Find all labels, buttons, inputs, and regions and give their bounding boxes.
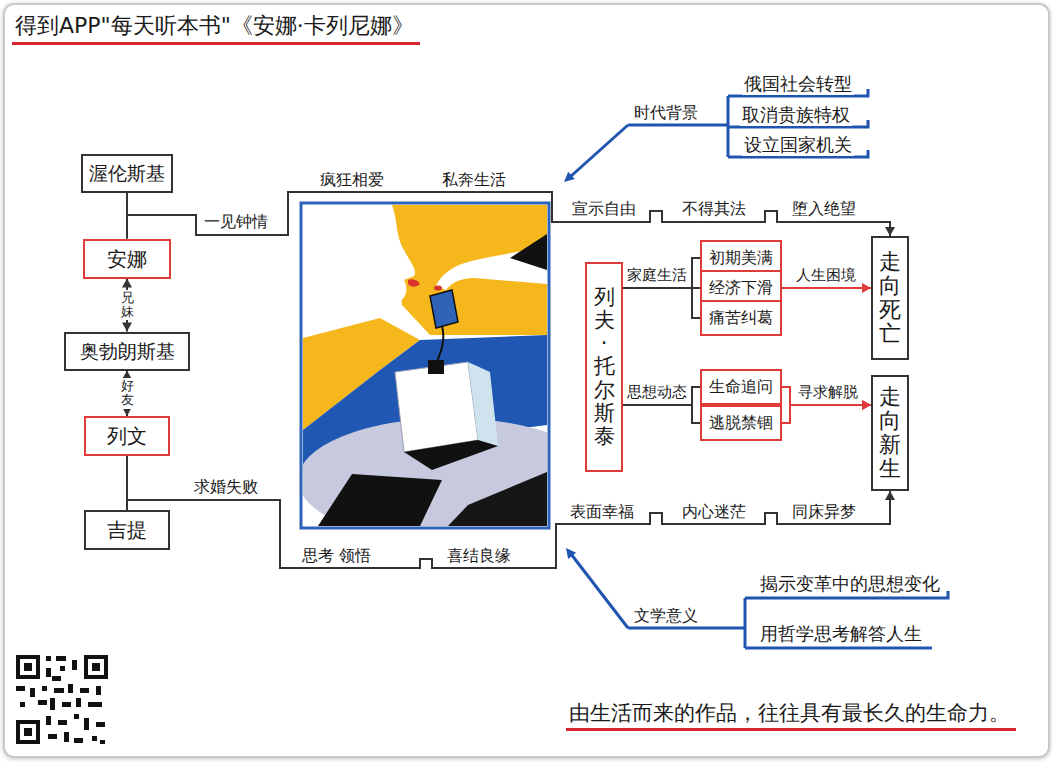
edge-label: 求婚失败: [192, 477, 260, 496]
step-label: 内心迷茫: [680, 502, 748, 521]
title: 得到APP"每天听本书"《安娜·卡列尼娜》: [12, 12, 420, 45]
connector: [623, 405, 700, 423]
edge-label: 人生困境: [794, 266, 858, 284]
edge-label-text: 好友: [121, 379, 134, 408]
connector-line: [782, 405, 871, 423]
connector-line: [623, 288, 700, 318]
concept-box: 渥伦斯基: [81, 154, 173, 193]
concept-box: 列文: [84, 416, 170, 456]
edge-label-text: 兄妹: [121, 291, 134, 320]
node-text: 初期美满: [709, 248, 773, 267]
step-label: 表面幸福: [568, 502, 636, 521]
connector: [127, 192, 895, 239]
step-label: 用哲学思考解答人生: [758, 623, 924, 645]
node-text: 列夫·托尔斯泰: [594, 286, 615, 448]
step-label: 俄国社会转型: [742, 73, 854, 95]
connector: [127, 456, 895, 568]
step-label: 设立国家机关: [742, 134, 854, 156]
step-label: 疯狂相爱: [318, 170, 386, 189]
concept-box: 逃脱禁锢: [700, 405, 782, 441]
connector-line: [623, 405, 700, 423]
blue-arrowhead: [564, 172, 575, 182]
step-label: 同床异梦: [790, 502, 858, 521]
edge-label: 一见钟情: [202, 212, 270, 231]
concept-box: 吉提: [84, 510, 170, 550]
connector-line: [127, 456, 890, 568]
step-label: 取消贵族特权: [740, 104, 852, 126]
step-label: 私奔生活: [440, 170, 508, 189]
arrowhead: [885, 491, 895, 500]
arrowhead: [122, 323, 132, 332]
connector-line: [623, 258, 700, 288]
step-label: 喜结良缘: [445, 546, 513, 565]
step-label: 宣示自由: [570, 199, 638, 218]
edge-label: 思想动态: [625, 383, 689, 401]
node-text: 安娜: [107, 247, 147, 271]
arrowhead: [862, 400, 871, 410]
node-text: 吉提: [107, 518, 147, 542]
arrowhead: [122, 279, 132, 288]
step-label: 揭示变革中的思想变化: [758, 573, 942, 595]
arrowhead: [862, 400, 871, 410]
qr-code: [16, 655, 108, 744]
connector: [782, 400, 871, 423]
node-text: 痛苦纠葛: [709, 308, 773, 327]
connector-line: [127, 192, 890, 239]
edge-label: 兄妹: [119, 290, 136, 321]
connector: [623, 258, 700, 288]
node-text: 列文: [107, 424, 147, 448]
blue-bracket: [570, 89, 948, 648]
node-text: 逃脱禁锢: [709, 413, 773, 432]
blue-arrowhead: [566, 548, 576, 559]
node-text: 走向新生: [879, 385, 901, 482]
edge-label: 寻求解脱: [796, 383, 860, 401]
node-text: 生命追问: [709, 377, 773, 396]
concept-box: 列夫·托尔斯泰: [585, 262, 623, 472]
illustration: [298, 203, 602, 542]
card-frame: [4, 4, 1049, 757]
edge-label: 家庭生活: [625, 266, 689, 284]
arrowhead: [885, 227, 895, 236]
connector-line: [782, 287, 871, 289]
step-label: 思考 领悟: [300, 546, 373, 565]
node-text: 走向死亡: [879, 250, 901, 347]
connector: [623, 288, 700, 318]
connector: [782, 283, 871, 293]
concept-box: 痛苦纠葛: [700, 300, 782, 336]
concept-box: 安娜: [83, 239, 171, 279]
concept-box: 生命追问: [700, 369, 782, 405]
step-label: 堕入绝望: [790, 199, 858, 218]
step-label: 时代背景: [632, 103, 700, 122]
node-text: 渥伦斯基: [89, 162, 165, 185]
concept-box: 走向新生: [871, 375, 909, 491]
node-text: 经济下滑: [709, 278, 773, 297]
arrowhead: [862, 283, 871, 293]
step-label: 不得其法: [680, 199, 748, 218]
node-text: 奥勃朗斯基: [80, 340, 175, 363]
concept-box: 走向死亡: [871, 236, 909, 360]
concept-box: 奥勃朗斯基: [64, 332, 190, 371]
edge-label: 好友: [119, 378, 136, 409]
caption: 由生活而来的作品，往往具有最长久的生命力。: [566, 700, 1016, 731]
step-label: 文学意义: [632, 606, 700, 625]
